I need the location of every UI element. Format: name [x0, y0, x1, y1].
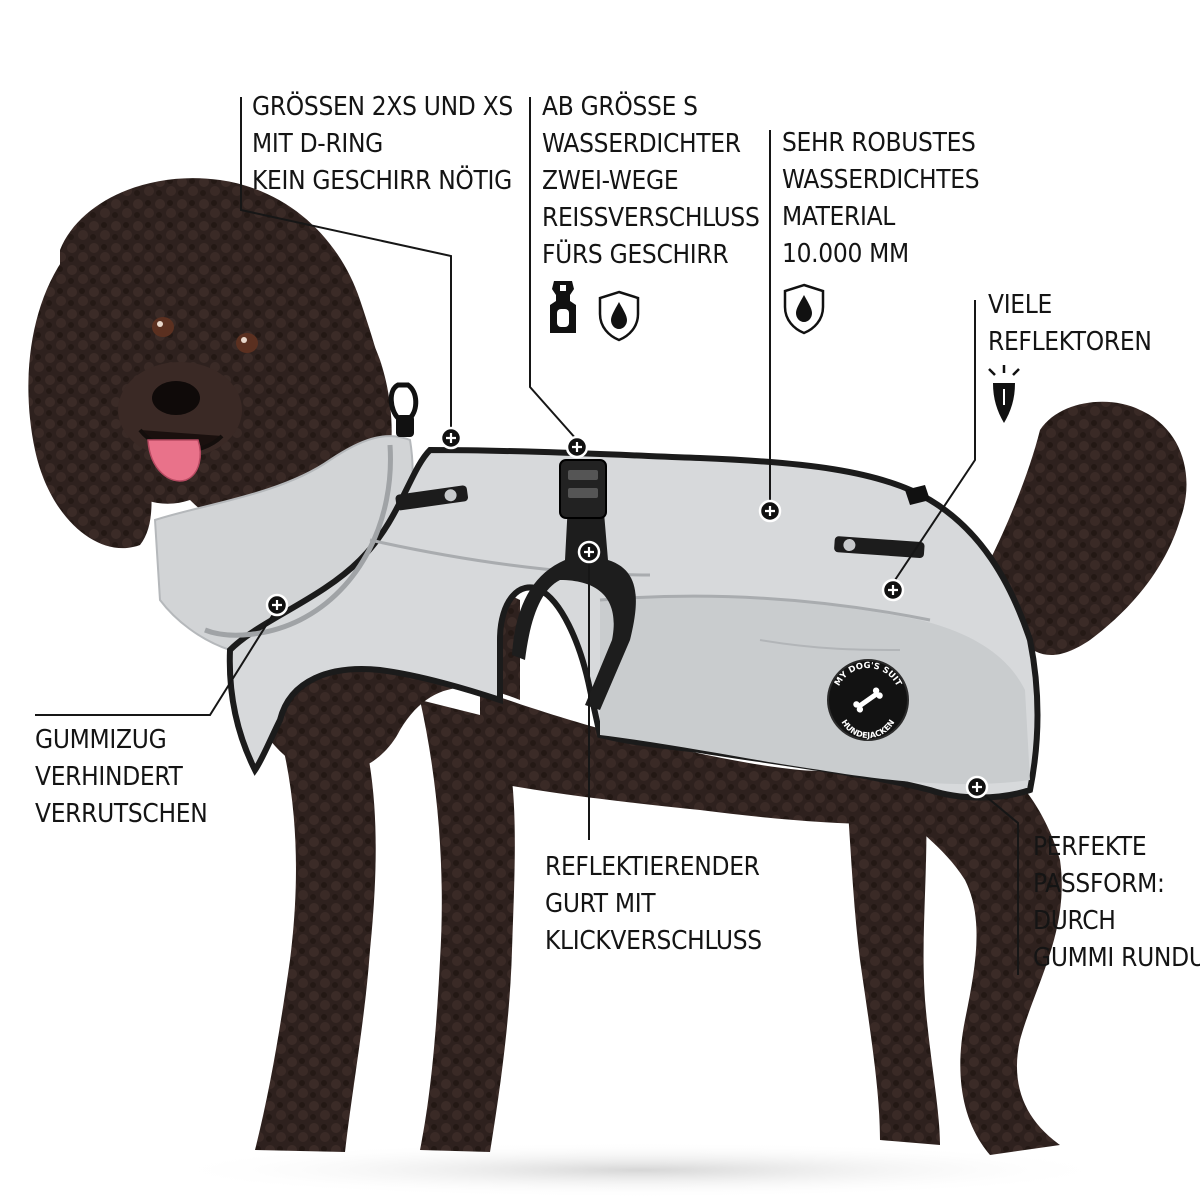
- dog-tongue: [147, 439, 201, 482]
- dog-belly: [480, 690, 960, 825]
- callout-line: WASSERDICHTES: [782, 165, 980, 195]
- callout-line: AB GRÖSSE S: [542, 92, 698, 122]
- callout-line: ZWEI-WEGE: [542, 166, 679, 196]
- callout-line: PASSFORM:: [1033, 869, 1165, 899]
- callout-zipper: AB GRÖSSE S WASSERDICHTER ZWEI-WEGE REIS…: [542, 89, 760, 274]
- callout-line: FÜRS GESCHIRR: [542, 240, 729, 270]
- hotspot-elastic[interactable]: [265, 593, 289, 617]
- leader-fit: [976, 788, 1019, 975]
- callout-line: KEIN GESCHIRR NÖTIG: [252, 166, 512, 196]
- callout-reflectors: VIELE REFLEKTOREN: [988, 287, 1152, 361]
- callout-line: MATERIAL: [782, 202, 895, 232]
- callout-line: WASSERDICHTER: [542, 129, 741, 159]
- reflector-light-icon: [988, 365, 1020, 423]
- leader-reflectors: [892, 300, 976, 584]
- callout-line: VIELE: [988, 290, 1052, 320]
- callout-line: GUMMI RUNDUM: [1033, 943, 1200, 973]
- callout-fit: PERFEKTE PASSFORM: DURCH GUMMI RUNDUM: [1033, 829, 1200, 977]
- callout-line: DURCH: [1033, 906, 1116, 936]
- coat-shade: [600, 596, 1030, 785]
- hotspot-material[interactable]: [758, 499, 782, 523]
- callout-strap: REFLEKTIERENDER GURT MIT KLICKVERSCHLUSS: [545, 849, 762, 960]
- hotspot-zipper[interactable]: [565, 435, 589, 459]
- dog-front-leg-back: [420, 700, 515, 1152]
- hotspot-reflectors[interactable]: [881, 578, 905, 602]
- dog-nose: [152, 381, 200, 415]
- water-shield-icon: [783, 283, 825, 335]
- callout-line: GUMMIZUG: [35, 725, 167, 755]
- dog-hind-leg-back: [840, 730, 940, 1145]
- callout-line: REFLEKTIERENDER: [545, 852, 760, 882]
- dog-hind-leg-front: [880, 720, 1062, 1155]
- dog-eye-right: [236, 333, 258, 353]
- hotspot-strap[interactable]: [577, 540, 601, 564]
- water-shield-icon: [598, 290, 640, 342]
- callout-line: KLICKVERSCHLUSS: [545, 926, 762, 956]
- callout-line: SEHR ROBUSTES: [782, 128, 976, 158]
- dog-eye-left: [152, 317, 174, 337]
- leader-zipper: [529, 97, 578, 441]
- bone-icon: [853, 687, 883, 713]
- hotspot-fit[interactable]: [965, 775, 989, 799]
- reflector-tab-back: [834, 536, 925, 558]
- callout-material: SEHR ROBUSTES WASSERDICHTES MATERIAL 10.…: [782, 125, 980, 273]
- floor-shadow: [160, 1142, 1120, 1198]
- callout-d-ring: GRÖSSEN 2XS UND XS MIT D-RING KEIN GESCH…: [252, 89, 513, 200]
- coat-strap: [512, 465, 636, 710]
- reflector-tab-front: [395, 485, 469, 511]
- callout-line: 10.000 MM: [782, 239, 909, 269]
- callout-line: GURT MIT: [545, 889, 656, 919]
- callout-elastic: GUMMIZUG VERHINDERT VERRUTSCHEN: [35, 722, 208, 833]
- callout-line: PERFEKTE: [1033, 832, 1147, 862]
- dog-front-leg-front: [255, 700, 376, 1152]
- leader-elastic: [35, 607, 278, 716]
- dog-tail: [990, 401, 1187, 655]
- zipper-pull-icon: [550, 281, 576, 333]
- callout-line: MIT D-RING: [252, 129, 384, 159]
- callout-line: REISSVERSCHLUSS: [542, 203, 760, 233]
- leader-d-ring: [240, 97, 452, 430]
- hotspot-d-ring[interactable]: [439, 426, 463, 450]
- brand-badge: MY DOG'S SUIT HUNDEJACKEN: [827, 659, 909, 741]
- callout-line: REFLEKTOREN: [988, 327, 1152, 357]
- callout-line: GRÖSSEN 2XS UND XS: [252, 92, 513, 122]
- callout-line: VERHINDERT: [35, 762, 183, 792]
- callout-line: VERRUTSCHEN: [35, 799, 208, 829]
